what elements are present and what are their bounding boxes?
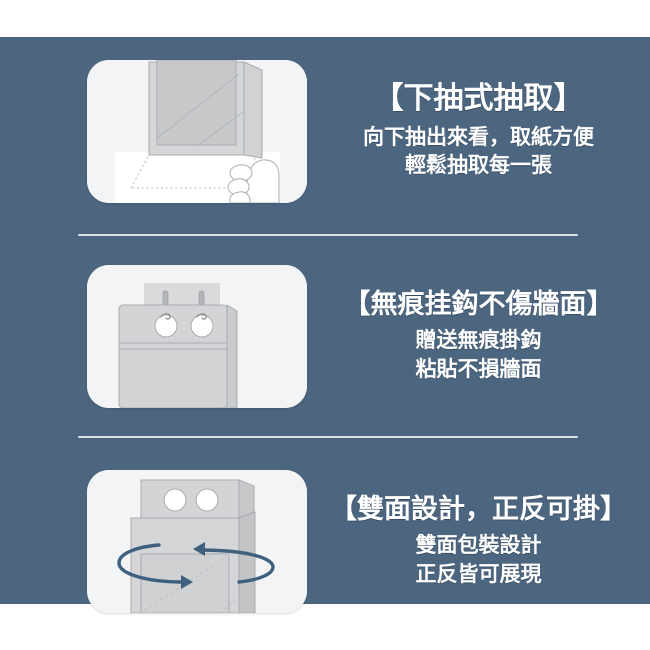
feature-subtitle-line-2: 輕鬆抽取每一張: [405, 154, 552, 178]
feature-subtitle-line-1: 贈送無痕掛鈎: [415, 329, 542, 353]
feature-row-adhesive-hook: 【無痕挂鈎不傷牆面】 贈送無痕掛鈎 粘貼不損牆面: [0, 243, 650, 430]
feature-subtitle-line-2: 粘貼不損牆面: [415, 357, 542, 381]
feature-subtitle-line-1: 向下抽出來看，取紙方便: [363, 125, 594, 149]
tissue-pack-hand-pull-illustration: [87, 60, 307, 203]
feature-subtitle-line-2: 正反皆可展現: [415, 562, 542, 586]
wall-hooks-hanging-pack-graphic: [87, 265, 307, 408]
feature-subtitle: 贈送無痕掛鈎 粘貼不損牆面: [325, 327, 632, 384]
feature-row-double-sided-design: 【雙面設計，正反可掛】 雙面包裝設計 正反皆可展現: [0, 448, 650, 635]
feature-title: 【下抽式抽取】: [373, 82, 584, 116]
feature-subtitle: 雙面包裝設計 正反皆可展現: [325, 532, 632, 589]
tissue-pack-hand-pull-graphic: [87, 60, 307, 203]
feature-subtitle-line-1: 雙面包裝設計: [415, 534, 542, 558]
feature-subtitle: 向下抽出來看，取紙方便 輕鬆抽取每一張: [325, 124, 632, 181]
feature-text-bottom-pull-dispensing: 【下抽式抽取】 向下抽出來看，取紙方便 輕鬆抽取每一張: [325, 82, 632, 181]
section-divider: [78, 234, 578, 236]
feature-text-adhesive-hook: 【無痕挂鈎不傷牆面】 贈送無痕掛鈎 粘貼不損牆面: [325, 289, 632, 384]
rotating-pack-double-sided-graphic: [87, 470, 307, 613]
feature-text-double-sided-design: 【雙面設計，正反可掛】 雙面包裝設計 正反皆可展現: [325, 494, 632, 589]
section-divider: [78, 436, 578, 438]
wall-hooks-hanging-pack-illustration: [87, 265, 307, 408]
feature-title: 【雙面設計，正反可掛】: [330, 493, 627, 524]
feature-row-bottom-pull-dispensing: 【下抽式抽取】 向下抽出來看，取紙方便 輕鬆抽取每一張: [0, 38, 650, 225]
feature-title: 【無痕挂鈎不傷牆面】: [343, 288, 614, 319]
rotating-pack-double-sided-illustration: [87, 470, 307, 613]
